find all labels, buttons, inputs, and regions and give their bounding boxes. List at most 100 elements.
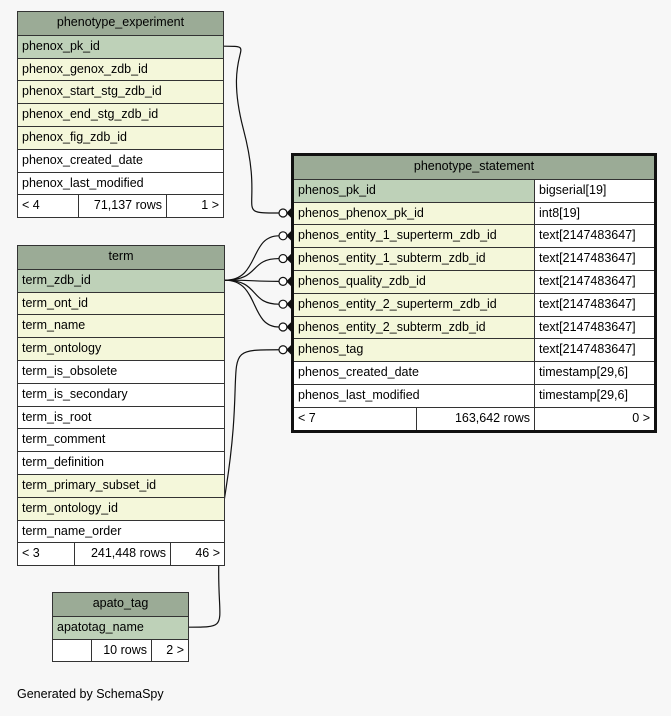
table-phenotype-statement[interactable]: phenotype_statement phenos_pk_id bigserial… [291, 153, 657, 433]
column-name: phenox_created_date [22, 152, 143, 167]
generated-by-label: Generated by SchemaSpy [17, 687, 164, 701]
column-name: phenos_tag [298, 342, 364, 357]
column-row[interactable]: term_ont_id [18, 291, 224, 315]
column-row[interactable]: term_is_obsolete [18, 359, 224, 383]
column-type: text[2147483647] [534, 225, 654, 248]
column-type: text[2147483647] [534, 316, 654, 339]
column-row[interactable]: phenos_entity_1_subterm_zdb_id text[21474… [294, 247, 654, 270]
column-name: term_zdb_id [22, 272, 91, 287]
column-row[interactable]: apatotag_name [53, 615, 188, 639]
optional-cardinality-icon [278, 345, 288, 355]
column-name: phenos_entity_1_subterm_zdb_id [298, 251, 486, 266]
table-header: phenotype_experiment [18, 12, 223, 35]
optional-cardinality-icon [278, 276, 288, 286]
column-row[interactable]: phenos_pk_id bigserial[19] [294, 178, 654, 202]
column-row[interactable]: term_name [18, 314, 224, 338]
column-row[interactable]: phenos_entity_2_superterm_zdb_id text[214… [294, 292, 654, 316]
column-row[interactable]: term_comment [18, 428, 224, 452]
column-name: phenos_quality_zdb_id [298, 273, 426, 288]
column-name: term_ontology [22, 341, 102, 356]
children-count-link[interactable]: 1 > [166, 195, 223, 218]
column-row[interactable]: phenox_last_modified [18, 171, 223, 195]
column-type: bigserial[19] [534, 179, 654, 202]
column-row[interactable]: phenos_phenox_pk_id int8[19] [294, 201, 654, 225]
column-name: phenos_phenox_pk_id [298, 205, 424, 220]
column-row[interactable]: term_primary_subset_id [18, 473, 224, 497]
column-type: text[2147483647] [534, 248, 654, 270]
relationship-line [223, 45, 280, 214]
parents-count-link[interactable]: < 4 [22, 198, 40, 213]
column-type: timestamp[29,6] [534, 384, 654, 407]
column-row[interactable]: phenos_tag text[2147483647] [294, 338, 654, 362]
column-name: term_is_secondary [22, 386, 128, 401]
table-header: apato_tag [53, 593, 188, 616]
optional-cardinality-icon [278, 299, 288, 309]
column-name: phenos_pk_id [298, 182, 376, 197]
column-row[interactable]: phenox_genox_zdb_id [18, 57, 223, 81]
column-name: term_ontology_id [22, 500, 118, 515]
column-row[interactable]: phenox_pk_id [18, 34, 223, 58]
column-type: text[2147483647] [534, 293, 654, 316]
column-type: int8[19] [534, 202, 654, 225]
column-name: phenox_start_stg_zdb_id [22, 84, 162, 99]
children-count-link[interactable]: 2 > [151, 639, 188, 662]
column-name: term_name [22, 318, 86, 333]
column-row[interactable]: phenos_quality_zdb_id text[2147483647] [294, 269, 654, 293]
column-name: term_ont_id [22, 295, 89, 310]
column-row[interactable]: term_is_secondary [18, 382, 224, 406]
parents-count-link[interactable]: < 3 [22, 546, 40, 561]
relationship-line [188, 349, 280, 628]
column-row[interactable]: phenox_created_date [18, 148, 223, 172]
parents-count-link[interactable] [53, 640, 91, 662]
column-row[interactable]: phenos_entity_1_superterm_zdb_id text[214… [294, 224, 654, 248]
optional-cardinality-icon [278, 253, 288, 264]
row-count: 71,137 rows [78, 195, 166, 218]
column-type: timestamp[29,6] [534, 362, 654, 384]
optional-cardinality-icon [278, 322, 288, 332]
column-row[interactable]: term_definition [18, 451, 224, 474]
column-name: apatotag_name [57, 619, 144, 634]
row-count: 163,642 rows [416, 407, 534, 430]
column-type: text[2147483647] [534, 270, 654, 293]
children-count-link[interactable]: 46 > [170, 543, 224, 566]
column-name: phenos_last_modified [298, 387, 420, 402]
column-name: term_is_obsolete [22, 363, 118, 378]
column-type: text[2147483647] [534, 339, 654, 362]
column-name: term_primary_subset_id [22, 477, 157, 492]
relationship-line [224, 279, 280, 305]
column-row[interactable]: term_is_root [18, 405, 224, 429]
column-row[interactable]: term_ontology [18, 337, 224, 360]
column-name: phenos_created_date [298, 365, 419, 380]
optional-cardinality-icon [278, 208, 288, 218]
column-row[interactable]: phenos_last_modified timestamp[29,6] [294, 383, 654, 407]
column-name: term_is_root [22, 409, 92, 424]
column-row[interactable]: phenox_fig_zdb_id [18, 125, 223, 149]
table-term[interactable]: term term_zdb_id term_ont_id term_name term_… [17, 245, 225, 567]
column-name: phenox_fig_zdb_id [22, 129, 127, 144]
children-count-link[interactable]: 0 > [534, 407, 654, 430]
optional-cardinality-icon [278, 231, 288, 241]
column-row[interactable]: term_zdb_id [18, 268, 224, 292]
column-name: phenox_last_modified [22, 175, 144, 190]
column-row[interactable]: phenos_created_date timestamp[29,6] [294, 361, 654, 384]
column-row[interactable]: phenos_entity_2_subterm_zdb_id text[21474… [294, 315, 654, 339]
column-name: term_comment [22, 432, 106, 447]
column-name: term_definition [22, 455, 104, 470]
column-row[interactable]: phenox_end_stg_zdb_id [18, 103, 223, 126]
parents-count-link[interactable]: < 7 [298, 410, 316, 425]
column-row[interactable]: term_name_order [18, 519, 224, 543]
column-name: phenos_entity_2_superterm_zdb_id [298, 296, 497, 311]
table-header: term [18, 246, 224, 269]
table-header: phenotype_statement [294, 156, 654, 179]
column-name: phenos_entity_1_superterm_zdb_id [298, 228, 497, 243]
relationship-line [224, 279, 280, 328]
column-row[interactable]: phenox_start_stg_zdb_id [18, 80, 223, 104]
column-name: phenox_genox_zdb_id [22, 61, 148, 76]
column-row[interactable]: term_ontology_id [18, 496, 224, 520]
column-name: phenos_entity_2_subterm_zdb_id [298, 319, 486, 334]
